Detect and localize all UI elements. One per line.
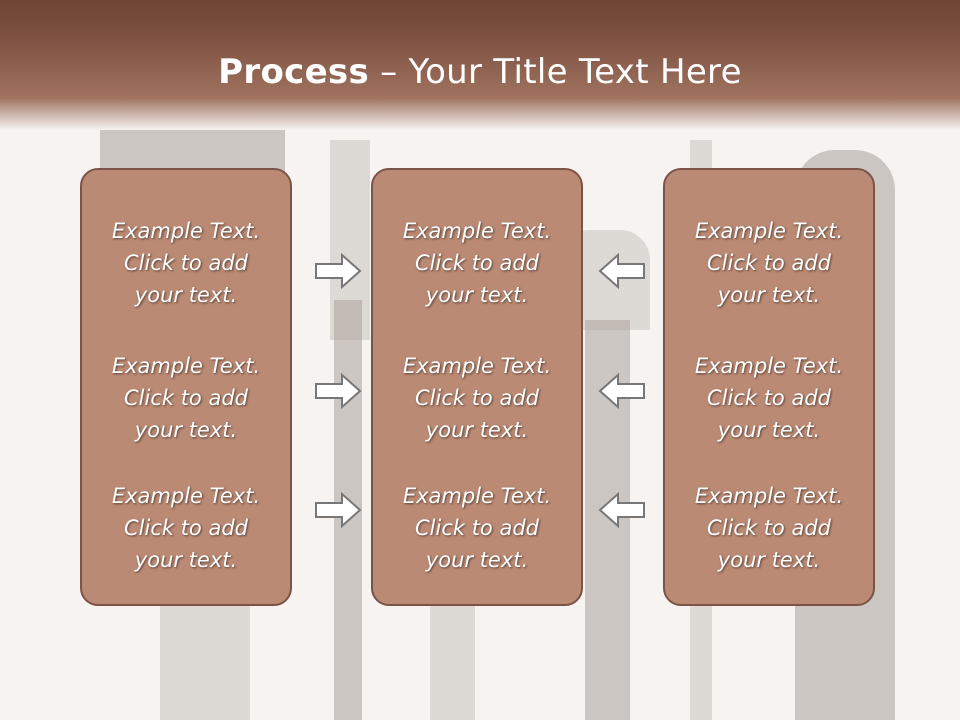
arrow-right-icon <box>315 252 362 290</box>
arrow-right-icon <box>315 372 362 410</box>
title-bold: Process <box>218 52 370 92</box>
arrow-right-icon <box>315 491 362 529</box>
slide-title[interactable]: Process – Your Title Text Here <box>0 52 960 92</box>
title-rest: – Your Title Text Here <box>369 52 742 92</box>
arrow-left-icon <box>598 491 645 529</box>
title-bar <box>0 0 960 130</box>
arrow-left-icon <box>598 372 645 410</box>
arrow-left-icon <box>598 252 645 290</box>
